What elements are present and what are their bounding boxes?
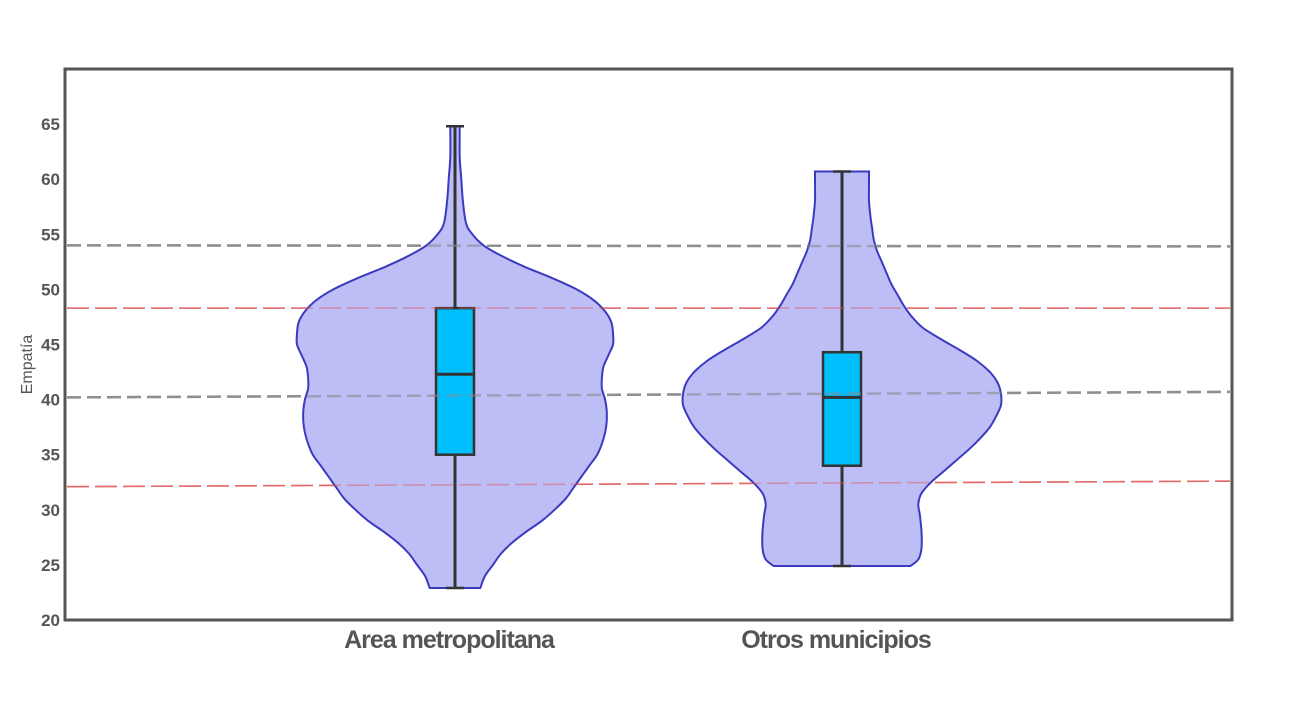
violin-area-metropolitana [295,125,615,590]
plot-frame [63,67,1234,622]
y-tick-label: 30 [41,501,60,520]
violin-otros-municipios [681,170,1003,568]
reference-line-red-dashed [66,480,1231,488]
y-tick-label: 20 [41,611,60,630]
y-tick-label: 35 [41,446,60,465]
y-axis-ticks: 20 25 30 35 40 45 50 55 60 65 [41,115,60,630]
y-tick-label: 65 [41,115,60,134]
reference-lines-overlay [66,244,1231,488]
y-tick-label: 55 [41,225,60,244]
box-iqr [821,350,863,467]
y-axis-title: Empatía [19,335,36,395]
x-axis-labels: Area metropolitana Otros municipios [344,626,932,654]
x-category-label: Area metropolitana [344,626,556,654]
reference-line-overlay-gray-dashed [66,390,1231,399]
y-tick-label: 25 [41,556,60,575]
reference-lines [66,244,1231,488]
box-iqr [434,306,476,456]
reference-line-overlay-gray-dashed [66,244,1231,248]
y-tick-label: 60 [41,170,60,189]
x-category-label: Otros municipios [741,626,931,654]
violins [295,125,1003,590]
y-tick-label: 50 [41,280,60,299]
y-tick-label: 45 [41,336,60,355]
reference-line-overlay-red-dashed [66,480,1231,488]
y-tick-label: 40 [41,391,60,410]
